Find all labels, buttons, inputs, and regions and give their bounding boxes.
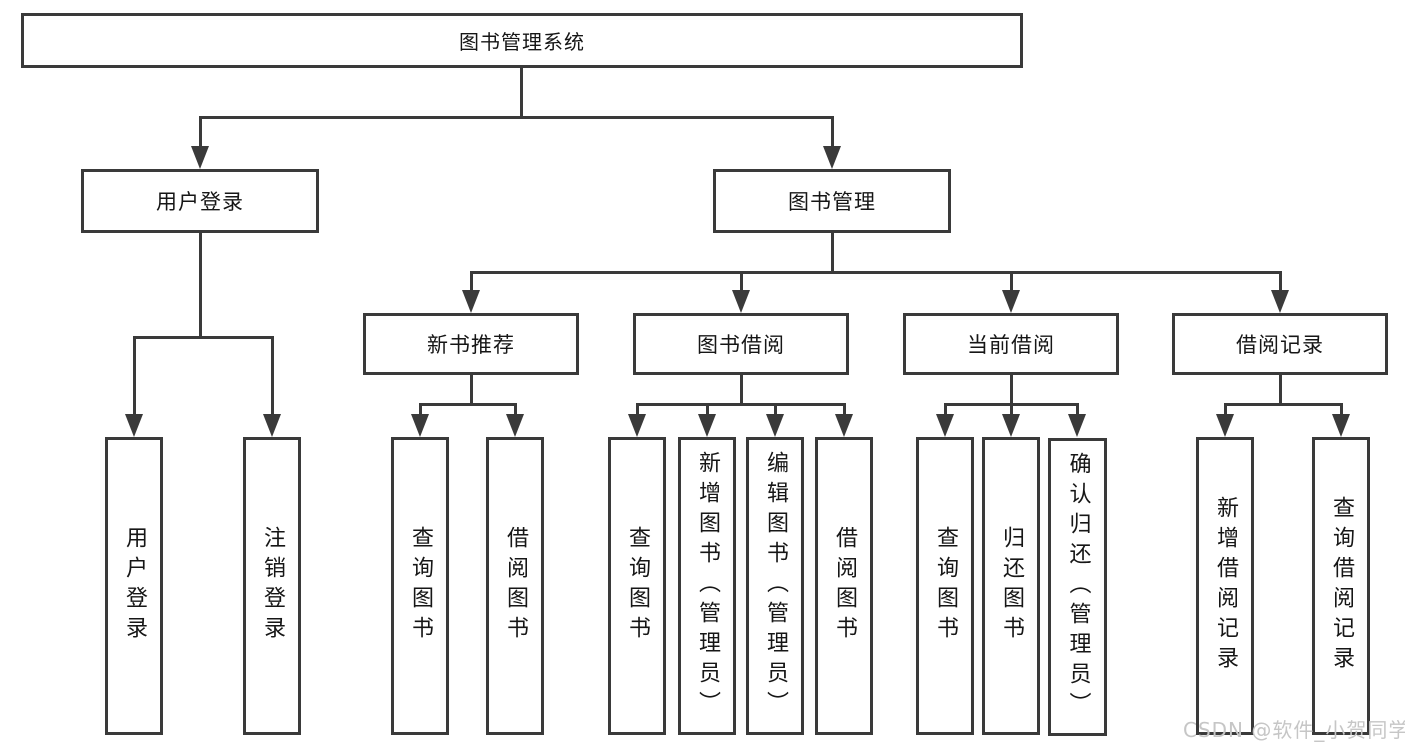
connector-line	[740, 271, 743, 291]
connector-line	[199, 233, 202, 338]
connector-line	[774, 403, 777, 417]
connector-line	[1224, 403, 1343, 406]
connector-line	[1224, 403, 1227, 417]
connector-arrow-icon	[1002, 290, 1020, 313]
connector-line	[636, 403, 639, 417]
leaf-query-borrow-record: 查询借阅记录	[1312, 437, 1370, 735]
connector-line	[831, 233, 834, 273]
connector-line	[470, 271, 1281, 274]
node-system-root: 图书管理系统	[21, 13, 1023, 68]
connector-line	[133, 336, 274, 339]
connector-arrow-icon	[411, 414, 429, 437]
leaf-recommend-query-books: 查询图书	[391, 437, 449, 735]
connector-arrow-icon	[823, 146, 841, 169]
connector-line	[1076, 403, 1079, 417]
connector-arrow-icon	[732, 290, 750, 313]
connector-arrow-icon	[1271, 290, 1289, 313]
leaf-return-books: 归还图书	[982, 437, 1040, 735]
leaf-add-books-admin: 新增图书（管理员）	[678, 437, 736, 735]
connector-arrow-icon	[628, 414, 646, 437]
leaf-borrow-books: 借阅图书	[815, 437, 873, 735]
connector-arrow-icon	[1002, 414, 1020, 437]
node-borrow-records: 借阅记录	[1172, 313, 1388, 375]
connector-line	[636, 403, 846, 406]
leaf-confirm-return-admin: 确认归还（管理员）	[1048, 438, 1107, 736]
connector-arrow-icon	[1216, 414, 1234, 437]
connector-arrow-icon	[1332, 414, 1350, 437]
leaf-borrow-query-books: 查询图书	[608, 437, 666, 735]
node-current-borrow: 当前借阅	[903, 313, 1119, 375]
leaf-user-login: 用户登录	[105, 437, 163, 735]
connector-arrow-icon	[191, 146, 209, 169]
connector-arrow-icon	[125, 414, 143, 437]
connector-line	[133, 336, 136, 416]
connector-line	[199, 116, 833, 119]
connector-arrow-icon	[263, 414, 281, 437]
connector-line	[1279, 271, 1282, 291]
connector-arrow-icon	[506, 414, 524, 437]
connector-line	[831, 116, 834, 149]
connector-line	[740, 375, 743, 405]
connector-line	[470, 375, 473, 405]
connector-line	[843, 403, 846, 417]
leaf-add-borrow-record: 新增借阅记录	[1196, 437, 1254, 735]
leaf-edit-books-admin: 编辑图书（管理员）	[746, 437, 804, 735]
leaf-recommend-borrow-books: 借阅图书	[486, 437, 544, 735]
connector-line	[1010, 375, 1013, 405]
connector-arrow-icon	[698, 414, 716, 437]
connector-line	[520, 68, 523, 118]
node-user-login: 用户登录	[81, 169, 319, 233]
connector-line	[1010, 271, 1013, 291]
connector-line	[271, 336, 274, 416]
connector-arrow-icon	[462, 290, 480, 313]
node-book-borrow: 图书借阅	[633, 313, 849, 375]
connector-line	[514, 403, 517, 417]
csdn-watermark: CSDN @软件_小贺同学	[1183, 718, 1405, 742]
connector-arrow-icon	[835, 414, 853, 437]
connector-line	[1010, 403, 1013, 417]
connector-line	[1279, 375, 1282, 405]
connector-line	[419, 403, 517, 406]
leaf-logout: 注销登录	[243, 437, 301, 735]
connector-arrow-icon	[1068, 414, 1086, 437]
connector-line	[1340, 403, 1343, 417]
node-book-management: 图书管理	[713, 169, 951, 233]
node-new-book-recommend: 新书推荐	[363, 313, 579, 375]
connector-arrow-icon	[766, 414, 784, 437]
connector-arrow-icon	[936, 414, 954, 437]
connector-line	[470, 271, 473, 291]
connector-line	[419, 403, 422, 417]
leaf-current-query-books: 查询图书	[916, 437, 974, 735]
connector-line	[944, 403, 947, 417]
connector-line	[199, 116, 202, 149]
connector-line	[706, 403, 709, 417]
